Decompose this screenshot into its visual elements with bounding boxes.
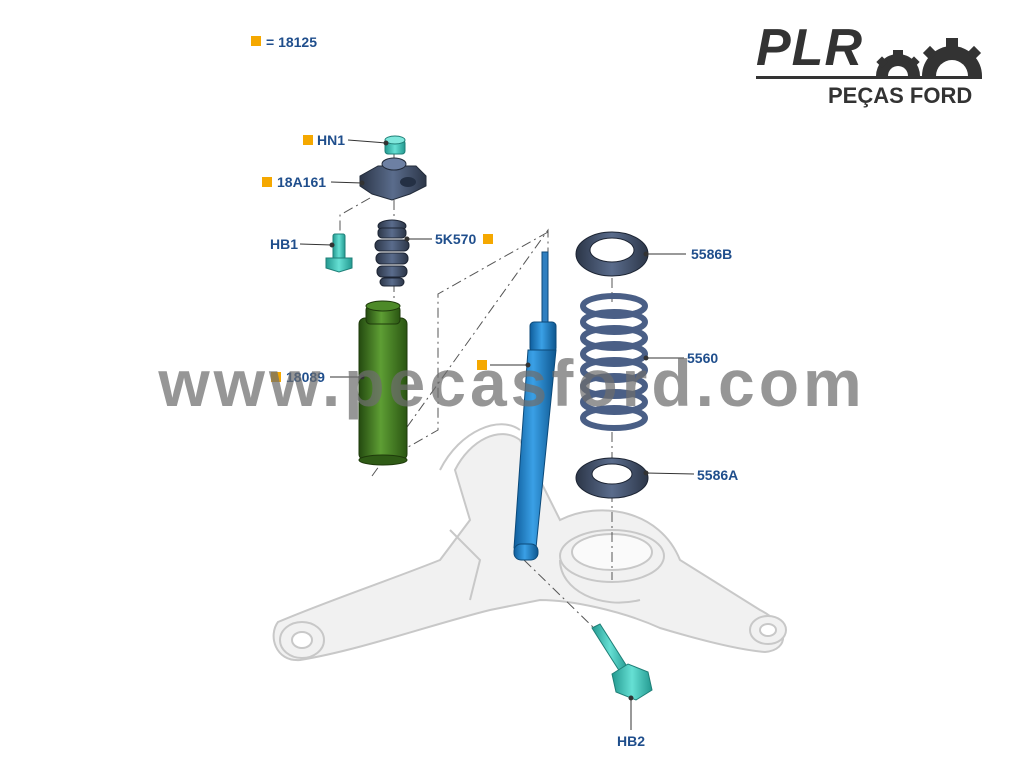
callout-marker-dust-boot	[271, 372, 281, 382]
callout-upper-seat: 5586B	[691, 246, 733, 262]
brand-logo-text: PLR	[756, 19, 863, 77]
callout-lower-seat: 5586A	[697, 467, 739, 483]
hb1-bolt-part	[325, 233, 353, 273]
shock-absorber-part	[513, 251, 557, 561]
callout-dust-boot: 18089	[286, 369, 325, 385]
callout-marker-shock	[477, 360, 487, 370]
callout-hb2: HB2	[617, 733, 646, 749]
callout-leaders	[299, 139, 695, 730]
gear-logo-icon	[876, 38, 982, 76]
top-mount-part	[359, 157, 427, 201]
callout-marker-top-mount	[262, 177, 272, 187]
callout-hb1: HB1	[270, 236, 299, 252]
callout-marker-hn1	[303, 135, 313, 145]
hn1-nut-part	[384, 135, 406, 155]
lower-spring-seat-part	[575, 457, 649, 499]
callout-marker-bump-stop	[483, 234, 493, 244]
hb2-bolt-part	[591, 623, 653, 701]
callout-hn1: HN1	[317, 132, 346, 148]
brand-logo-underline	[756, 76, 982, 79]
callout-spring: 5560	[687, 350, 719, 366]
brand-logo-subtitle: PEÇAS FORD	[828, 83, 973, 108]
bump-stop-part	[374, 219, 410, 287]
dust-boot-part	[358, 300, 408, 466]
watermark-url: www.pecasford.com	[158, 346, 866, 420]
legend-marker	[251, 36, 261, 46]
callout-bump-stop: 5K570	[435, 231, 477, 247]
upper-spring-seat-part	[575, 231, 649, 277]
legend-text: = 18125	[266, 34, 317, 50]
callout-top-mount: 18A161	[277, 174, 327, 190]
coil-spring-part	[580, 293, 648, 431]
